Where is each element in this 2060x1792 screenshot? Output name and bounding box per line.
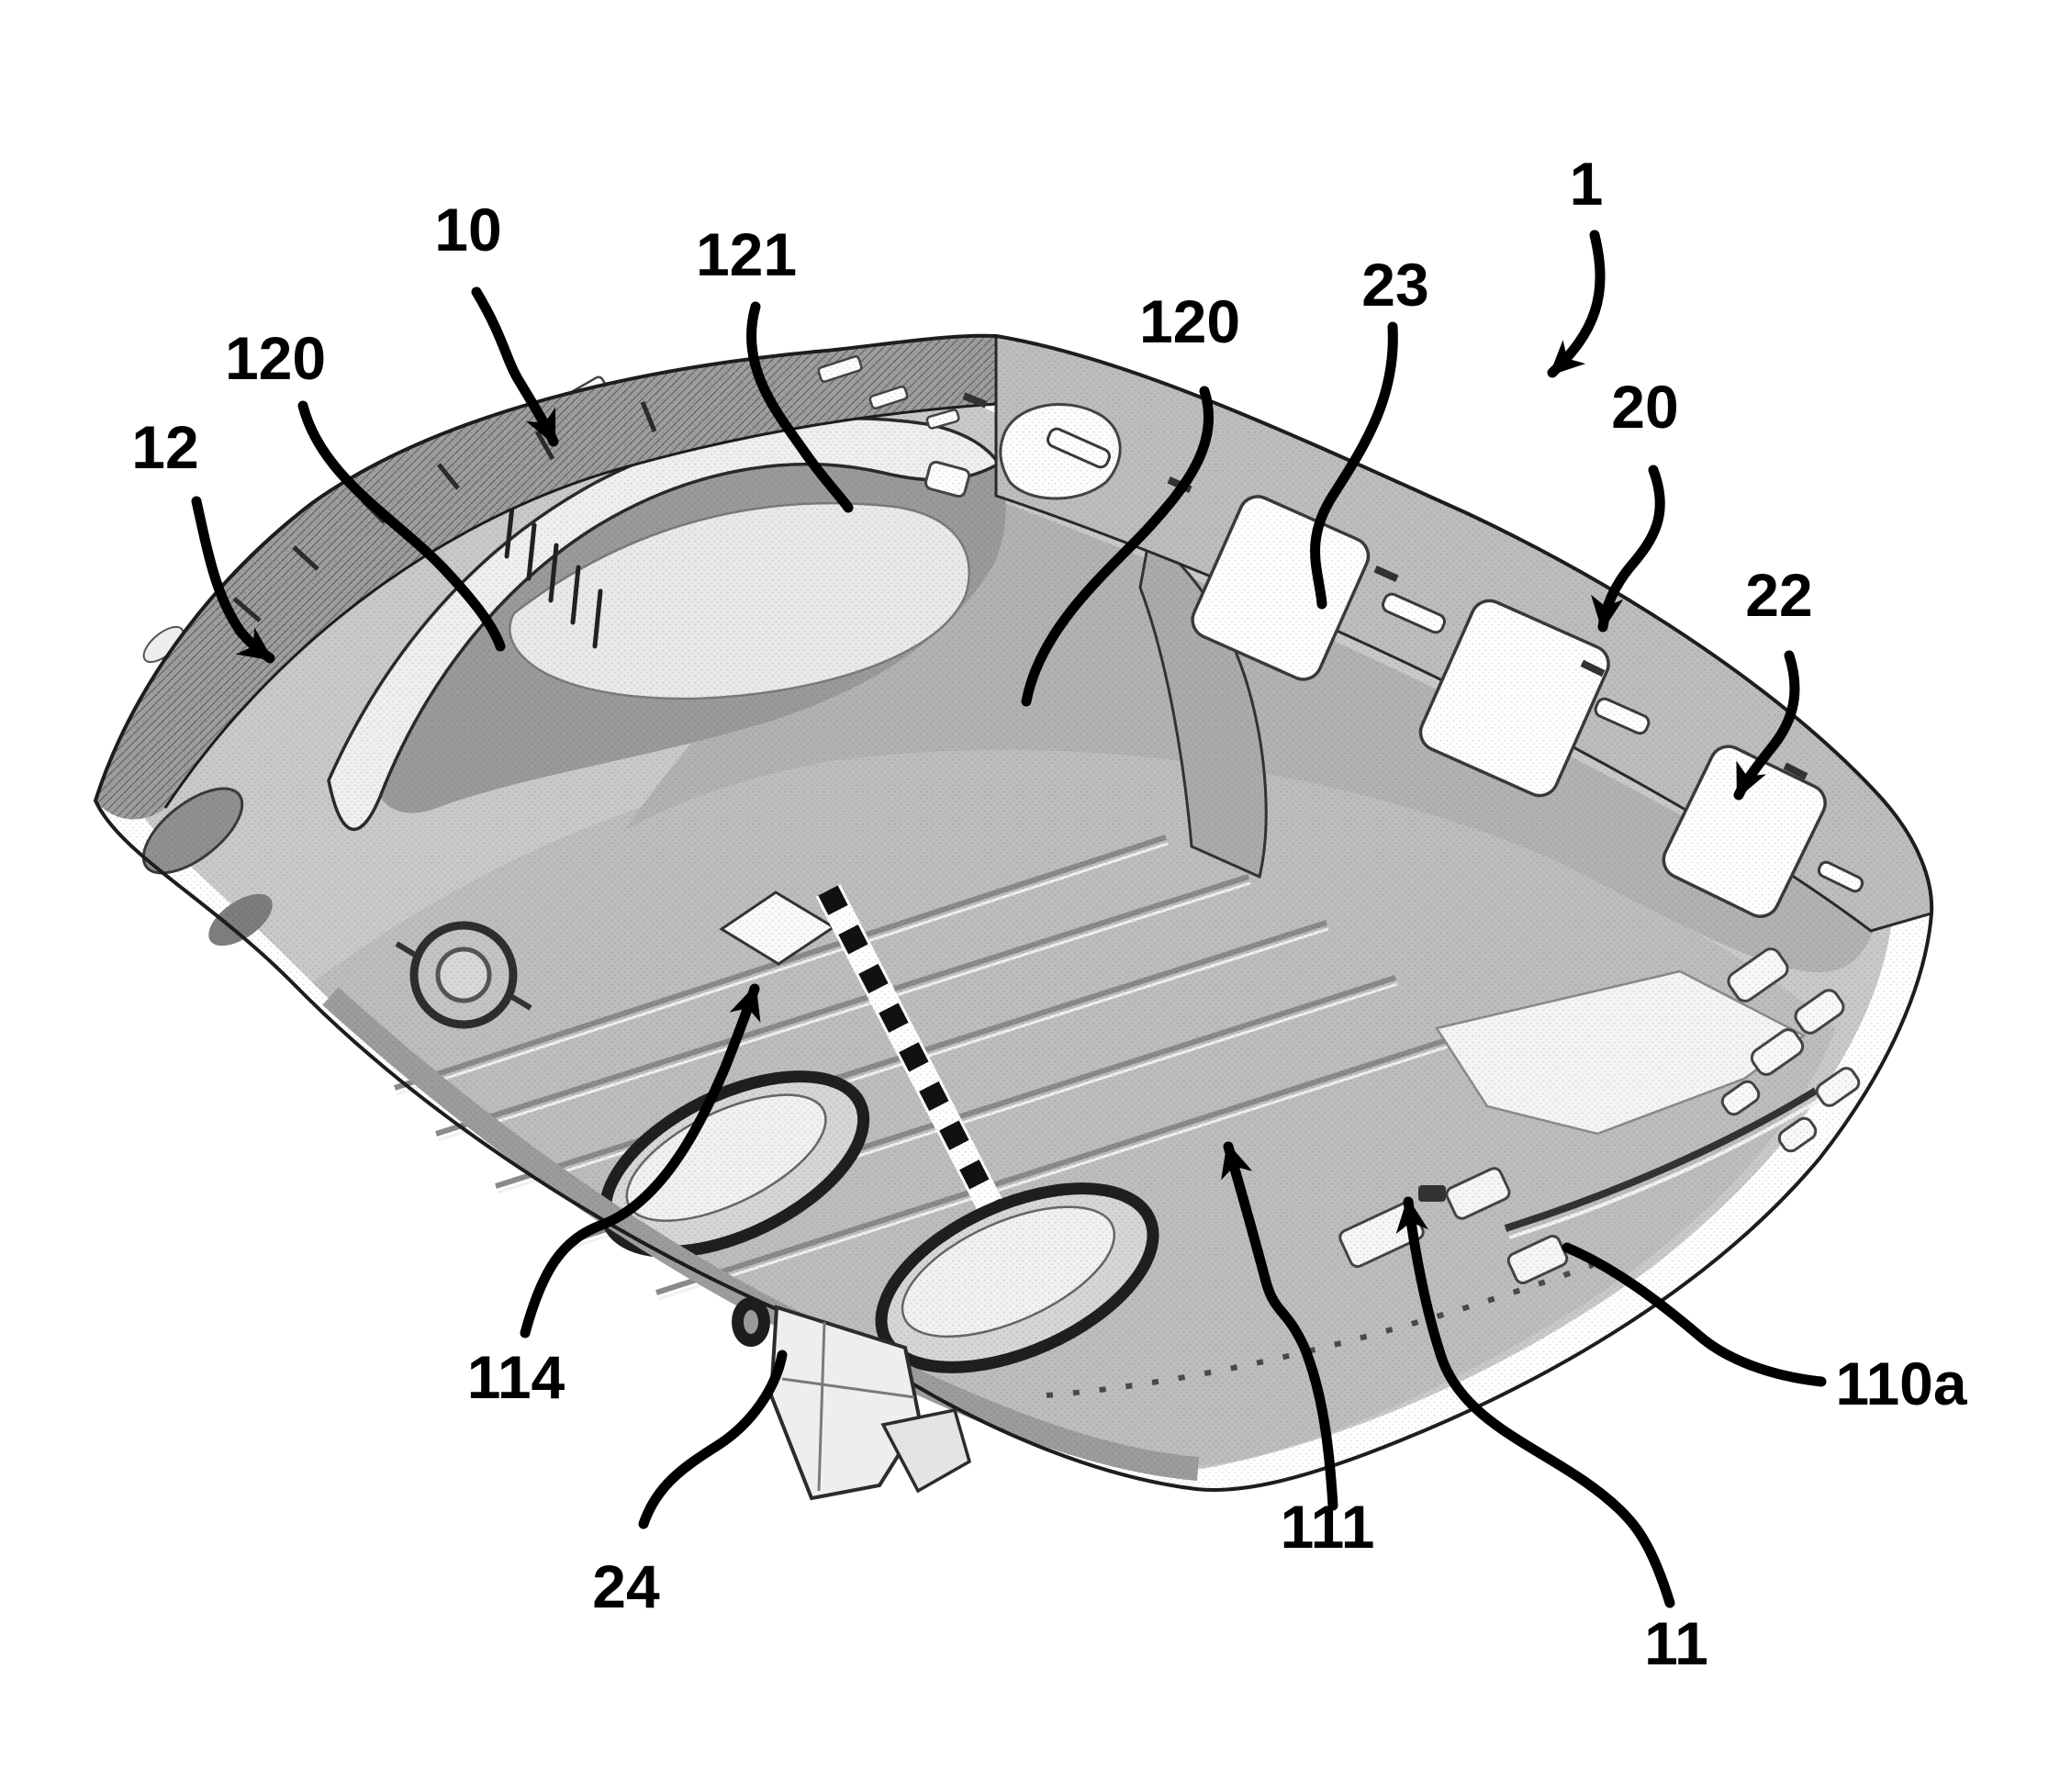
ref-label-24: 24 <box>592 1552 660 1620</box>
leader-line-120-left <box>297 400 506 652</box>
ref-label-120-right: 120 <box>1139 287 1240 355</box>
ref-label-12: 12 <box>131 413 198 481</box>
ref-label-1: 1 <box>1570 150 1604 218</box>
leader-line-10 <box>471 286 559 447</box>
ref-label-10: 10 <box>434 196 501 263</box>
leader-line-24 <box>638 1350 788 1529</box>
leader-line-12 <box>191 496 275 664</box>
ref-label-111: 111 <box>1281 1493 1375 1561</box>
ref-label-120-left: 120 <box>225 324 326 392</box>
ref-label-121: 121 <box>696 220 797 288</box>
mount-bracket-tab <box>880 1407 972 1494</box>
leader-line-20 <box>1591 465 1665 633</box>
leader-line-23 <box>1310 321 1398 610</box>
mount-bracket <box>732 1297 972 1501</box>
leader-line-22 <box>1733 650 1800 801</box>
ref-label-110a: 110a <box>1835 1350 1967 1417</box>
leader-line-1 <box>1547 230 1606 378</box>
leader-line-121 <box>746 301 854 513</box>
leader-line-120-right <box>1021 386 1214 707</box>
ref-label-20: 20 <box>1611 373 1678 441</box>
ref-label-11: 11 <box>1644 1609 1708 1677</box>
leader-line-114 <box>520 983 761 1338</box>
ref-label-114: 114 <box>467 1343 565 1411</box>
ref-label-22: 22 <box>1745 561 1812 629</box>
leader-line-11 <box>1395 1196 1675 1608</box>
leader-line-111 <box>1221 1141 1338 1511</box>
leader-line-110a <box>1562 1242 1827 1387</box>
bracket-grommet-slot <box>744 1310 758 1334</box>
ref-label-23: 23 <box>1361 251 1428 319</box>
